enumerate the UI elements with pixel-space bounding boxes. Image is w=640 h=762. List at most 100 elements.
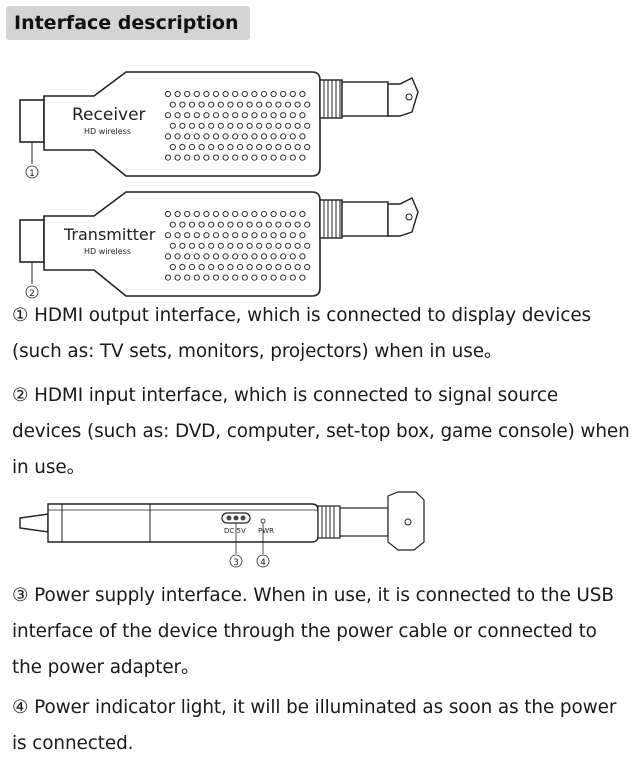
vent-hole [164, 210, 172, 218]
vent-hole [299, 253, 306, 260]
vent-hole [193, 112, 200, 119]
vent-hole [251, 90, 258, 98]
vent-hole [169, 263, 176, 271]
vent-hole [284, 122, 292, 129]
vent-hole [265, 221, 272, 228]
vent-hole [188, 242, 196, 249]
vent-hole [169, 143, 176, 151]
description-item-2: ② HDMI input interface, which is connect… [12, 385, 630, 478]
vent-hole [299, 154, 306, 161]
vent-hole [208, 122, 215, 129]
vent-hole [169, 101, 176, 108]
vent-hole [246, 242, 253, 249]
vent-hole [212, 133, 220, 140]
vent-hole [208, 221, 215, 228]
vent-hole [212, 210, 220, 218]
vent-hole [256, 101, 263, 108]
vent-hole [251, 274, 258, 281]
vent-hole [227, 242, 234, 249]
vent-hole [294, 221, 301, 228]
vent-hole [246, 122, 253, 129]
vent-hole [270, 133, 277, 140]
vent-hole [256, 221, 263, 228]
vent-hole [260, 274, 268, 281]
pwr-label: PWR [258, 527, 274, 535]
dongle-illustrations: Receiver HD wireless 1 Transmitter HD wi… [19, 71, 419, 299]
vent-hole [179, 122, 186, 129]
vent-hole [174, 253, 181, 260]
vent-hole [284, 263, 292, 271]
vent-hole [164, 232, 172, 239]
vent-hole [280, 274, 287, 281]
vent-hole [222, 112, 229, 119]
vent-hole [256, 242, 263, 249]
vent-hole [184, 274, 191, 281]
callout-4: 4 [260, 558, 266, 568]
vent-hole [251, 133, 258, 140]
vent-hole [241, 90, 248, 98]
vent-hole [284, 221, 292, 228]
vent-hole [232, 133, 239, 140]
vent-hole [275, 263, 282, 271]
vent-hole [246, 143, 253, 151]
vent-hole [304, 143, 311, 151]
vent-hole [217, 221, 224, 228]
vent-hole [208, 263, 215, 271]
vent-hole [232, 90, 239, 98]
vent-hole [174, 133, 181, 140]
vent-hole [184, 253, 191, 260]
vent-hole [251, 232, 258, 239]
vent-hole [299, 90, 306, 98]
vent-hole [241, 253, 248, 260]
transmitter-label: Transmitter [63, 225, 156, 244]
vent-hole [280, 90, 287, 98]
vent-hole [212, 253, 220, 260]
vent-hole [193, 154, 200, 161]
vent-hole [251, 154, 258, 161]
vent-hole [164, 112, 172, 119]
vent-hole [280, 232, 287, 239]
vent-hole [203, 210, 210, 218]
vent-hole [184, 133, 191, 140]
vent-hole [222, 133, 229, 140]
vent-hole [270, 154, 277, 161]
vent-hole [236, 143, 244, 151]
vent-hole [232, 210, 239, 218]
vent-hole [164, 90, 172, 98]
vent-hole [275, 101, 282, 108]
vent-hole [236, 221, 244, 228]
vent-hole [174, 274, 181, 281]
vent-hole [232, 232, 239, 239]
vent-hole [236, 101, 244, 108]
vent-hole [164, 133, 172, 140]
description-item-3: ③ Power supply interface. When in use, i… [12, 585, 614, 678]
vent-hole [289, 133, 296, 140]
vent-hole [299, 133, 306, 140]
vent-hole [174, 112, 181, 119]
vent-hole [174, 232, 181, 239]
vent-hole [212, 154, 220, 161]
vent-hole [236, 122, 244, 129]
vent-hole [260, 133, 268, 140]
vent-hole [184, 210, 191, 218]
vent-hole [251, 210, 258, 218]
vent-hole [289, 253, 296, 260]
vent-hole [227, 221, 234, 228]
vent-hole [188, 101, 196, 108]
vent-hole [260, 210, 268, 218]
vent-hole [265, 263, 272, 271]
vent-hole [280, 210, 287, 218]
vent-hole [246, 221, 253, 228]
vent-hole [188, 221, 196, 228]
vent-hole [174, 90, 181, 98]
vent-hole [169, 122, 176, 129]
vent-hole [280, 253, 287, 260]
transmitter-dongle: Transmitter HD wireless 2 [19, 191, 419, 299]
vent-hole [280, 154, 287, 161]
vent-hole [164, 253, 172, 260]
vent-hole [280, 133, 287, 140]
vent-hole [265, 101, 272, 108]
vent-hole [174, 210, 181, 218]
dc-port-label: DC 5V [224, 527, 246, 535]
vent-hole [232, 112, 239, 119]
